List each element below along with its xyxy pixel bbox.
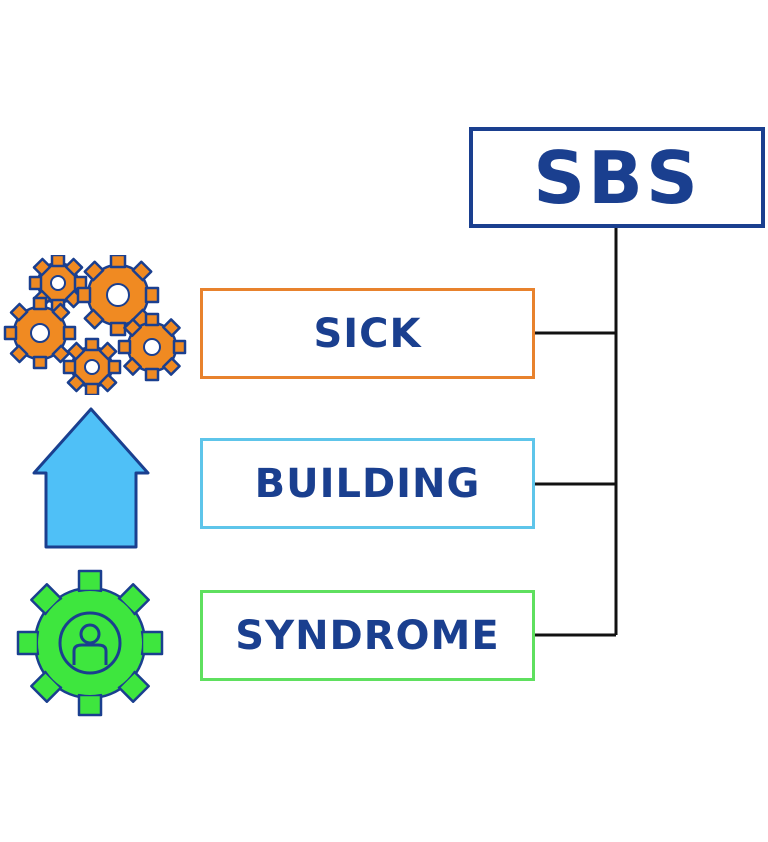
acronym-title-box: SBS — [469, 127, 765, 228]
term-label-syndrome: SYNDROME — [235, 612, 500, 659]
term-box-building: BUILDING — [200, 438, 535, 529]
term-box-sick: SICK — [200, 288, 535, 379]
term-label-sick: SICK — [313, 310, 422, 357]
term-label-building: BUILDING — [254, 460, 481, 507]
gear-person-icon — [16, 569, 164, 717]
term-box-syndrome: SYNDROME — [200, 590, 535, 681]
acronym-title: SBS — [533, 135, 701, 220]
orange-gears-icon — [3, 255, 187, 395]
house-icon — [32, 407, 150, 549]
